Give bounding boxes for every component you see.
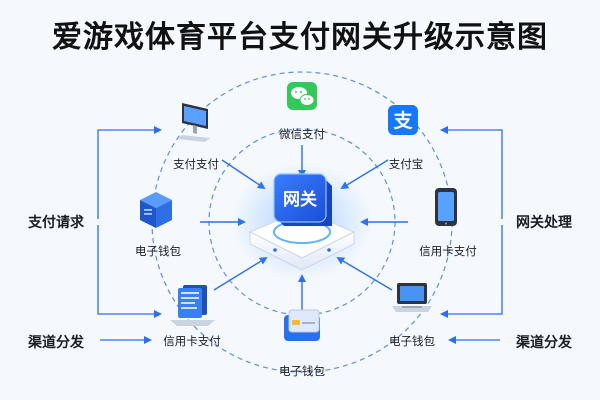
wallet-card-icon (284, 309, 320, 341)
server-box-icon (140, 192, 172, 228)
left-bracket-line (97, 225, 162, 318)
node-label-alipay: 支付宝 (388, 159, 424, 171)
node-label-pay-tl: 支付支付 (173, 159, 219, 171)
laptop-icon (392, 283, 432, 312)
node-label-wallet-br: 电子钱包 (389, 336, 435, 348)
document-stack-icon (170, 285, 215, 326)
node-label-wallet-bottom: 电子钱包 (279, 366, 325, 378)
monitor-icon (178, 103, 210, 142)
side-label-gateway-processing: 网关处理 (513, 212, 575, 232)
side-label-channel-dispatch-right: 渠道分发 (513, 332, 575, 352)
hub-cube-face (273, 173, 327, 223)
node-label-wallet-left: 电子钱包 (135, 246, 181, 258)
right-bracket-line (440, 225, 503, 318)
alipay-icon: 支 (388, 105, 418, 135)
svg-text:支: 支 (392, 110, 413, 132)
node-label-card-bl: 信用卡支付 (163, 336, 221, 348)
side-label-channel-dispatch-left: 渠道分发 (25, 332, 87, 352)
node-label-wechat: 微信支付 (279, 129, 325, 141)
node-label-card-right: 信用卡支付 (419, 246, 477, 258)
hub-base-light (273, 248, 277, 252)
wechat-pay-icon (287, 82, 317, 110)
gateway-hub: 网关 (232, 164, 372, 280)
left-bracket-line (97, 126, 162, 219)
left-bracket (97, 126, 162, 344)
hub-base-side (249, 231, 355, 271)
diagram-title: 爱游戏体育平台支付网关升级示意图 (52, 21, 548, 54)
right-bracket (440, 126, 503, 344)
hub-base-light (327, 248, 331, 252)
hub-label: 网关 (283, 189, 317, 209)
side-label-payment-request: 支付请求 (25, 212, 87, 232)
right-bracket-line (440, 126, 503, 219)
phone-icon (435, 188, 457, 226)
